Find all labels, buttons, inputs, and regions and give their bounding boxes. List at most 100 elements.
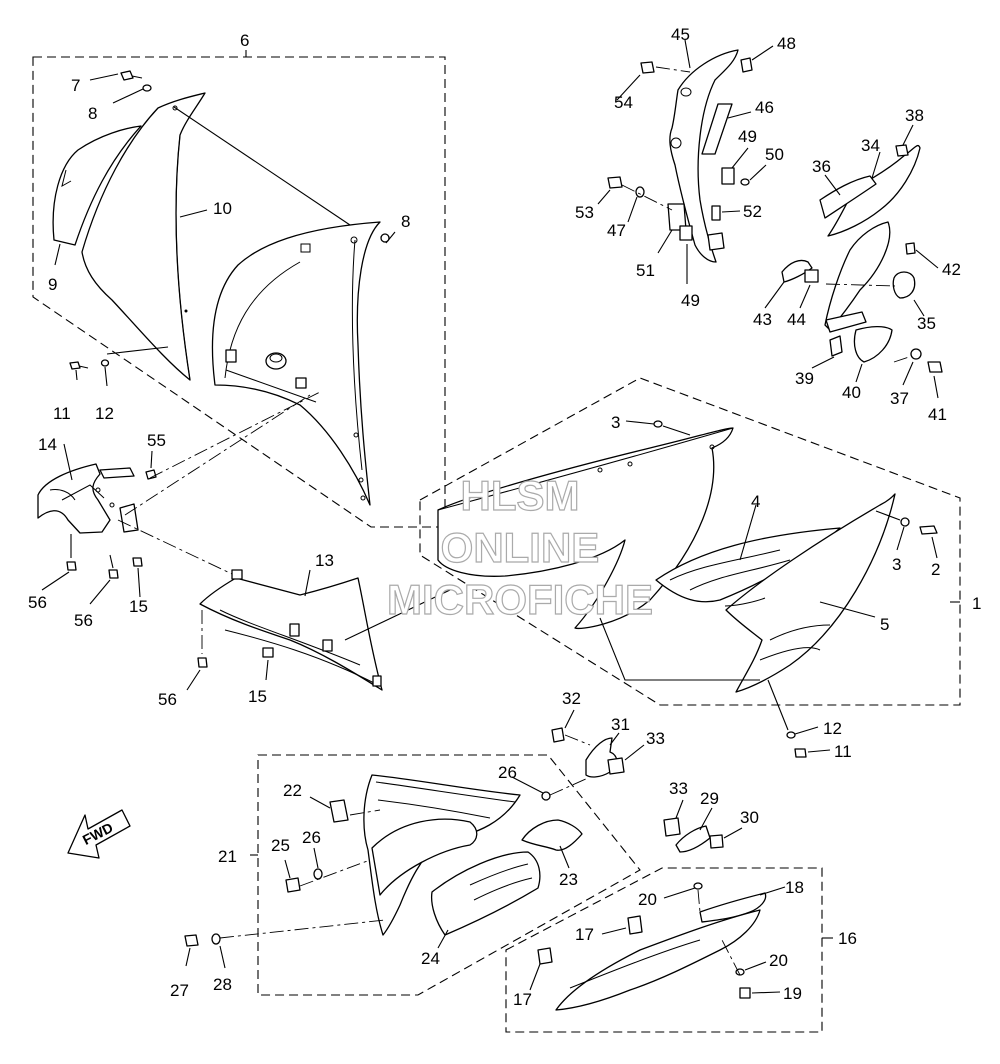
callout-49-lower: 49 [681, 291, 700, 310]
callout-48: 48 [777, 34, 796, 53]
callout-40: 40 [842, 383, 861, 402]
callout-29: 29 [700, 789, 719, 808]
callout-26-upper: 26 [498, 763, 517, 782]
callout-12-right: 12 [823, 719, 842, 738]
part-19-screw [739, 987, 751, 999]
callout-7: 7 [71, 76, 80, 95]
part-22-clip [329, 799, 349, 823]
callout-15-upper: 15 [129, 597, 148, 616]
part-3-washer-a [653, 420, 663, 428]
part-11-screw [69, 361, 81, 370]
callout-11-left: 11 [53, 404, 71, 423]
inner-duct-assembly-21 [184, 774, 583, 969]
part-33-clip-b [663, 817, 681, 837]
bracket-assembly-14 [37, 390, 323, 605]
callout-20-upper: 20 [638, 890, 657, 909]
part-30-screw [709, 834, 724, 849]
forward-direction-arrow: FWD [67, 809, 131, 859]
callout-16: 16 [838, 929, 857, 948]
part-24-cover [430, 851, 541, 936]
part-17-clip-a [627, 915, 643, 935]
part-28-washer [211, 933, 221, 945]
callout-4: 4 [751, 492, 760, 511]
part-26-washer-a [541, 791, 551, 801]
part-34-stay [827, 144, 921, 237]
part-35-grommet [892, 271, 916, 299]
part-42-screw [905, 242, 916, 255]
part-39-spring [829, 335, 843, 357]
part-26-washer-b [313, 868, 323, 880]
part-21-duct [363, 774, 521, 936]
part-10-upper-cowl [81, 92, 206, 381]
mirror-stay-assembly-34 [764, 124, 943, 399]
part-25-screw [285, 877, 301, 893]
part-40-bracket [853, 325, 893, 363]
part-46-pad [701, 103, 733, 155]
part-49-grommet-b [679, 225, 693, 241]
stay-assembly-45 [597, 39, 774, 284]
watermark-line3: MICROFICHE [387, 576, 653, 623]
part-56-screw-b [108, 569, 119, 579]
part-15-screw-a [132, 557, 143, 567]
group-6-box [32, 56, 446, 528]
part-11-screw-b [794, 748, 807, 758]
callout-1: 1 [972, 594, 981, 613]
callout-8-right: 8 [401, 212, 410, 231]
side-cowl-assembly-1 [437, 420, 960, 758]
part-53-bolt [607, 176, 623, 189]
callout-6: 6 [240, 31, 249, 50]
part-18-trim [699, 892, 767, 923]
callout-33-upper: 33 [646, 729, 665, 748]
callout-labels: 1 2 3 3 4 5 6 7 8 8 9 10 11 11 12 12 13 … [28, 25, 981, 1009]
part-7-bolt [120, 70, 134, 81]
part-3-washer-b [900, 517, 910, 527]
part-32-bolt [551, 727, 565, 743]
callout-8-left: 8 [88, 104, 97, 123]
callout-5: 5 [880, 615, 889, 634]
callout-41: 41 [928, 405, 947, 424]
part-47-washer [635, 186, 645, 198]
watermark-line1: HLSM [461, 472, 580, 519]
callout-25: 25 [271, 836, 290, 855]
callout-19: 19 [783, 984, 802, 1003]
callout-31: 31 [611, 715, 630, 734]
callout-34: 34 [861, 136, 880, 155]
callout-56-lower: 56 [158, 690, 177, 709]
part-8-washer [142, 84, 152, 92]
bracket-assembly-31 [549, 709, 743, 853]
inner-panel-13 [186, 569, 451, 691]
part-55-screw [145, 469, 157, 480]
part-52-spacer [711, 205, 721, 221]
cowling-assembly-6 [52, 50, 396, 506]
part-37-washer [910, 348, 922, 360]
callout-20-lower: 20 [769, 951, 788, 970]
part-12-washer-b [786, 731, 796, 739]
callout-51: 51 [636, 261, 655, 280]
callout-13: 13 [315, 551, 334, 570]
group-21-box [257, 754, 641, 996]
callout-18: 18 [785, 878, 804, 897]
callout-46: 46 [755, 98, 774, 117]
callout-17-upper: 17 [575, 925, 594, 944]
callout-56-left: 56 [28, 593, 47, 612]
part-38-nut [895, 144, 909, 157]
part-2-screw [919, 525, 938, 535]
callout-10: 10 [213, 199, 232, 218]
callout-42: 42 [942, 260, 961, 279]
callout-54: 54 [614, 93, 633, 112]
callout-43: 43 [753, 310, 772, 329]
callout-27: 27 [170, 981, 189, 1000]
callout-17-lower: 17 [513, 990, 532, 1009]
callout-50: 50 [765, 145, 784, 164]
callout-37: 37 [890, 389, 909, 408]
part-41-screw [927, 361, 943, 373]
callout-9: 9 [48, 275, 57, 294]
part-36-cover [819, 175, 877, 219]
callout-2: 2 [931, 560, 940, 579]
callout-45: 45 [671, 25, 690, 44]
callout-32: 32 [562, 689, 581, 708]
callout-35: 35 [917, 314, 936, 333]
part-44-bolt [804, 269, 819, 283]
part-9-panel [52, 125, 142, 246]
